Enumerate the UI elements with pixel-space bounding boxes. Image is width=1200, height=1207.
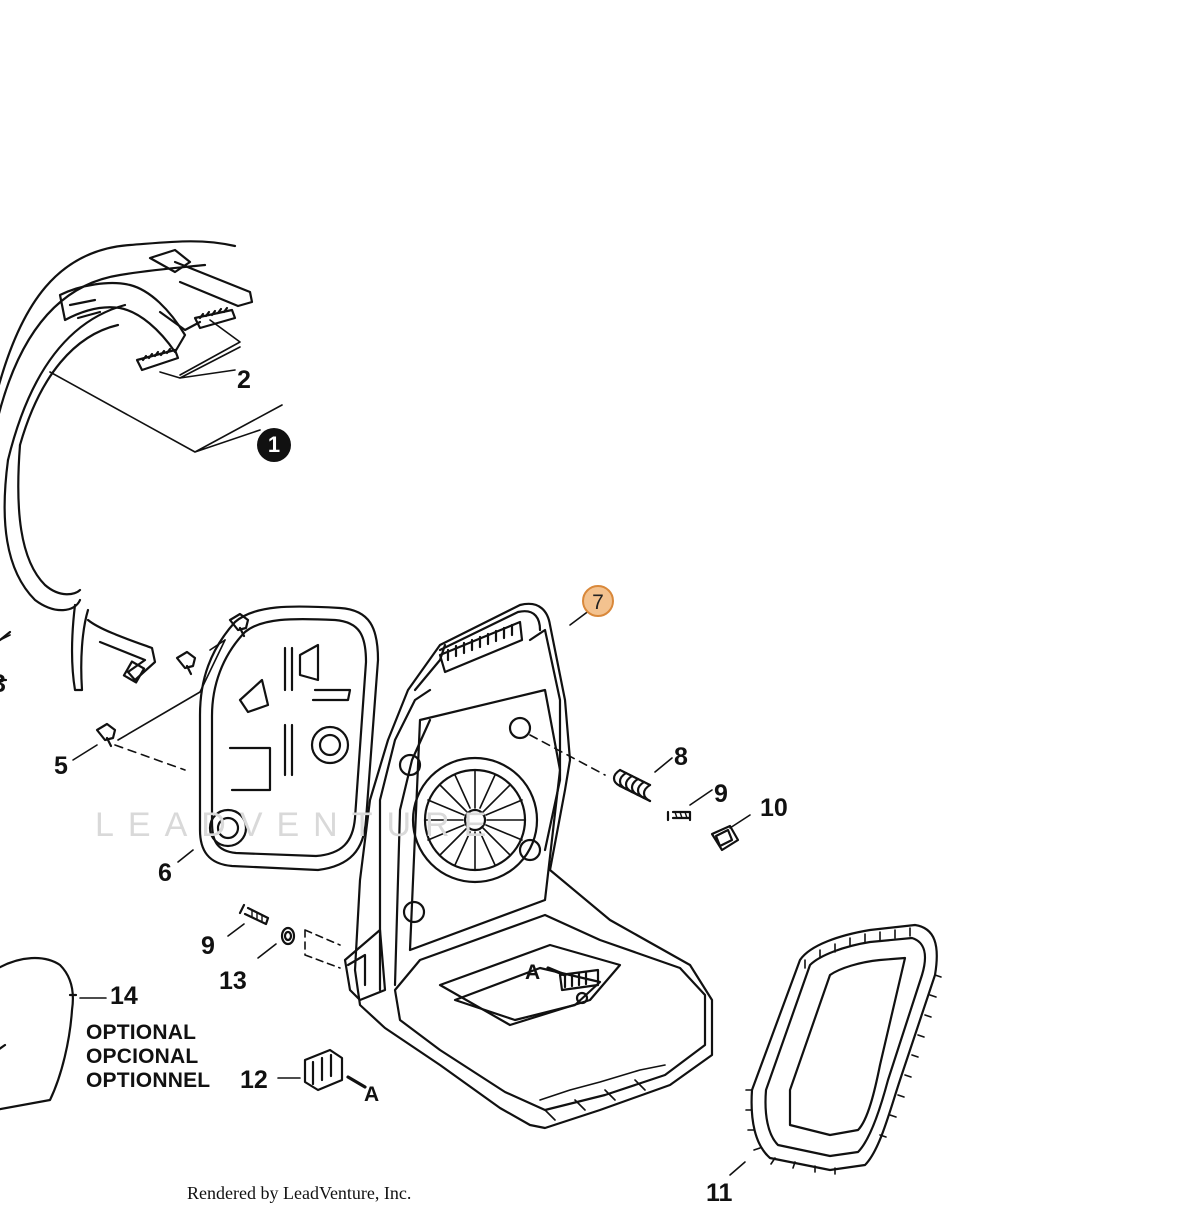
callout-2[interactable]: 2: [237, 366, 251, 394]
callout-10[interactable]: 10: [760, 794, 788, 822]
callout-13[interactable]: 13: [219, 967, 247, 995]
callout-a-lower: A: [364, 1083, 380, 1106]
callout-11[interactable]: 11: [706, 1179, 733, 1207]
strap-clips-drawing: [135, 306, 237, 372]
push-clips-drawing: [95, 612, 250, 748]
spring-drawing: [612, 768, 652, 803]
footer-credit: Rendered by LeadVenture, Inc.: [187, 1183, 412, 1203]
screw-drawing-left: [238, 903, 270, 926]
cover-drawing: [0, 956, 78, 1111]
frame-ring-drawing: [745, 923, 942, 1175]
back-pad-drawing: [198, 605, 380, 872]
optional-note-es: OPCIONAL: [86, 1045, 199, 1068]
optional-note-en: OPTIONAL: [86, 1021, 197, 1044]
watermark-text: LEADVENTURE: [95, 806, 501, 844]
nut-drawing: [710, 824, 740, 852]
callout-14[interactable]: 14: [110, 982, 138, 1010]
callout-7[interactable]: 7: [582, 585, 614, 617]
insert-drawing: [303, 1048, 344, 1092]
washer-drawing: [280, 926, 296, 946]
callout-5[interactable]: 5: [54, 752, 68, 780]
callout-9-right[interactable]: 9: [714, 780, 728, 808]
optional-note-fr: OPTIONNEL: [86, 1069, 211, 1092]
backplate-frame-drawing: [343, 602, 714, 1130]
screw-drawing-right: [666, 810, 692, 822]
callout-3[interactable]: 3: [0, 672, 6, 697]
callout-6[interactable]: 6: [158, 859, 172, 887]
callout-1[interactable]: 1: [257, 428, 291, 462]
callout-a-frame: A: [525, 961, 541, 984]
callout-8[interactable]: 8: [674, 743, 688, 771]
callout-9-left[interactable]: 9: [201, 932, 215, 960]
shoulder-strap-drawing: [0, 240, 254, 692]
callout-12[interactable]: 12: [240, 1066, 268, 1094]
